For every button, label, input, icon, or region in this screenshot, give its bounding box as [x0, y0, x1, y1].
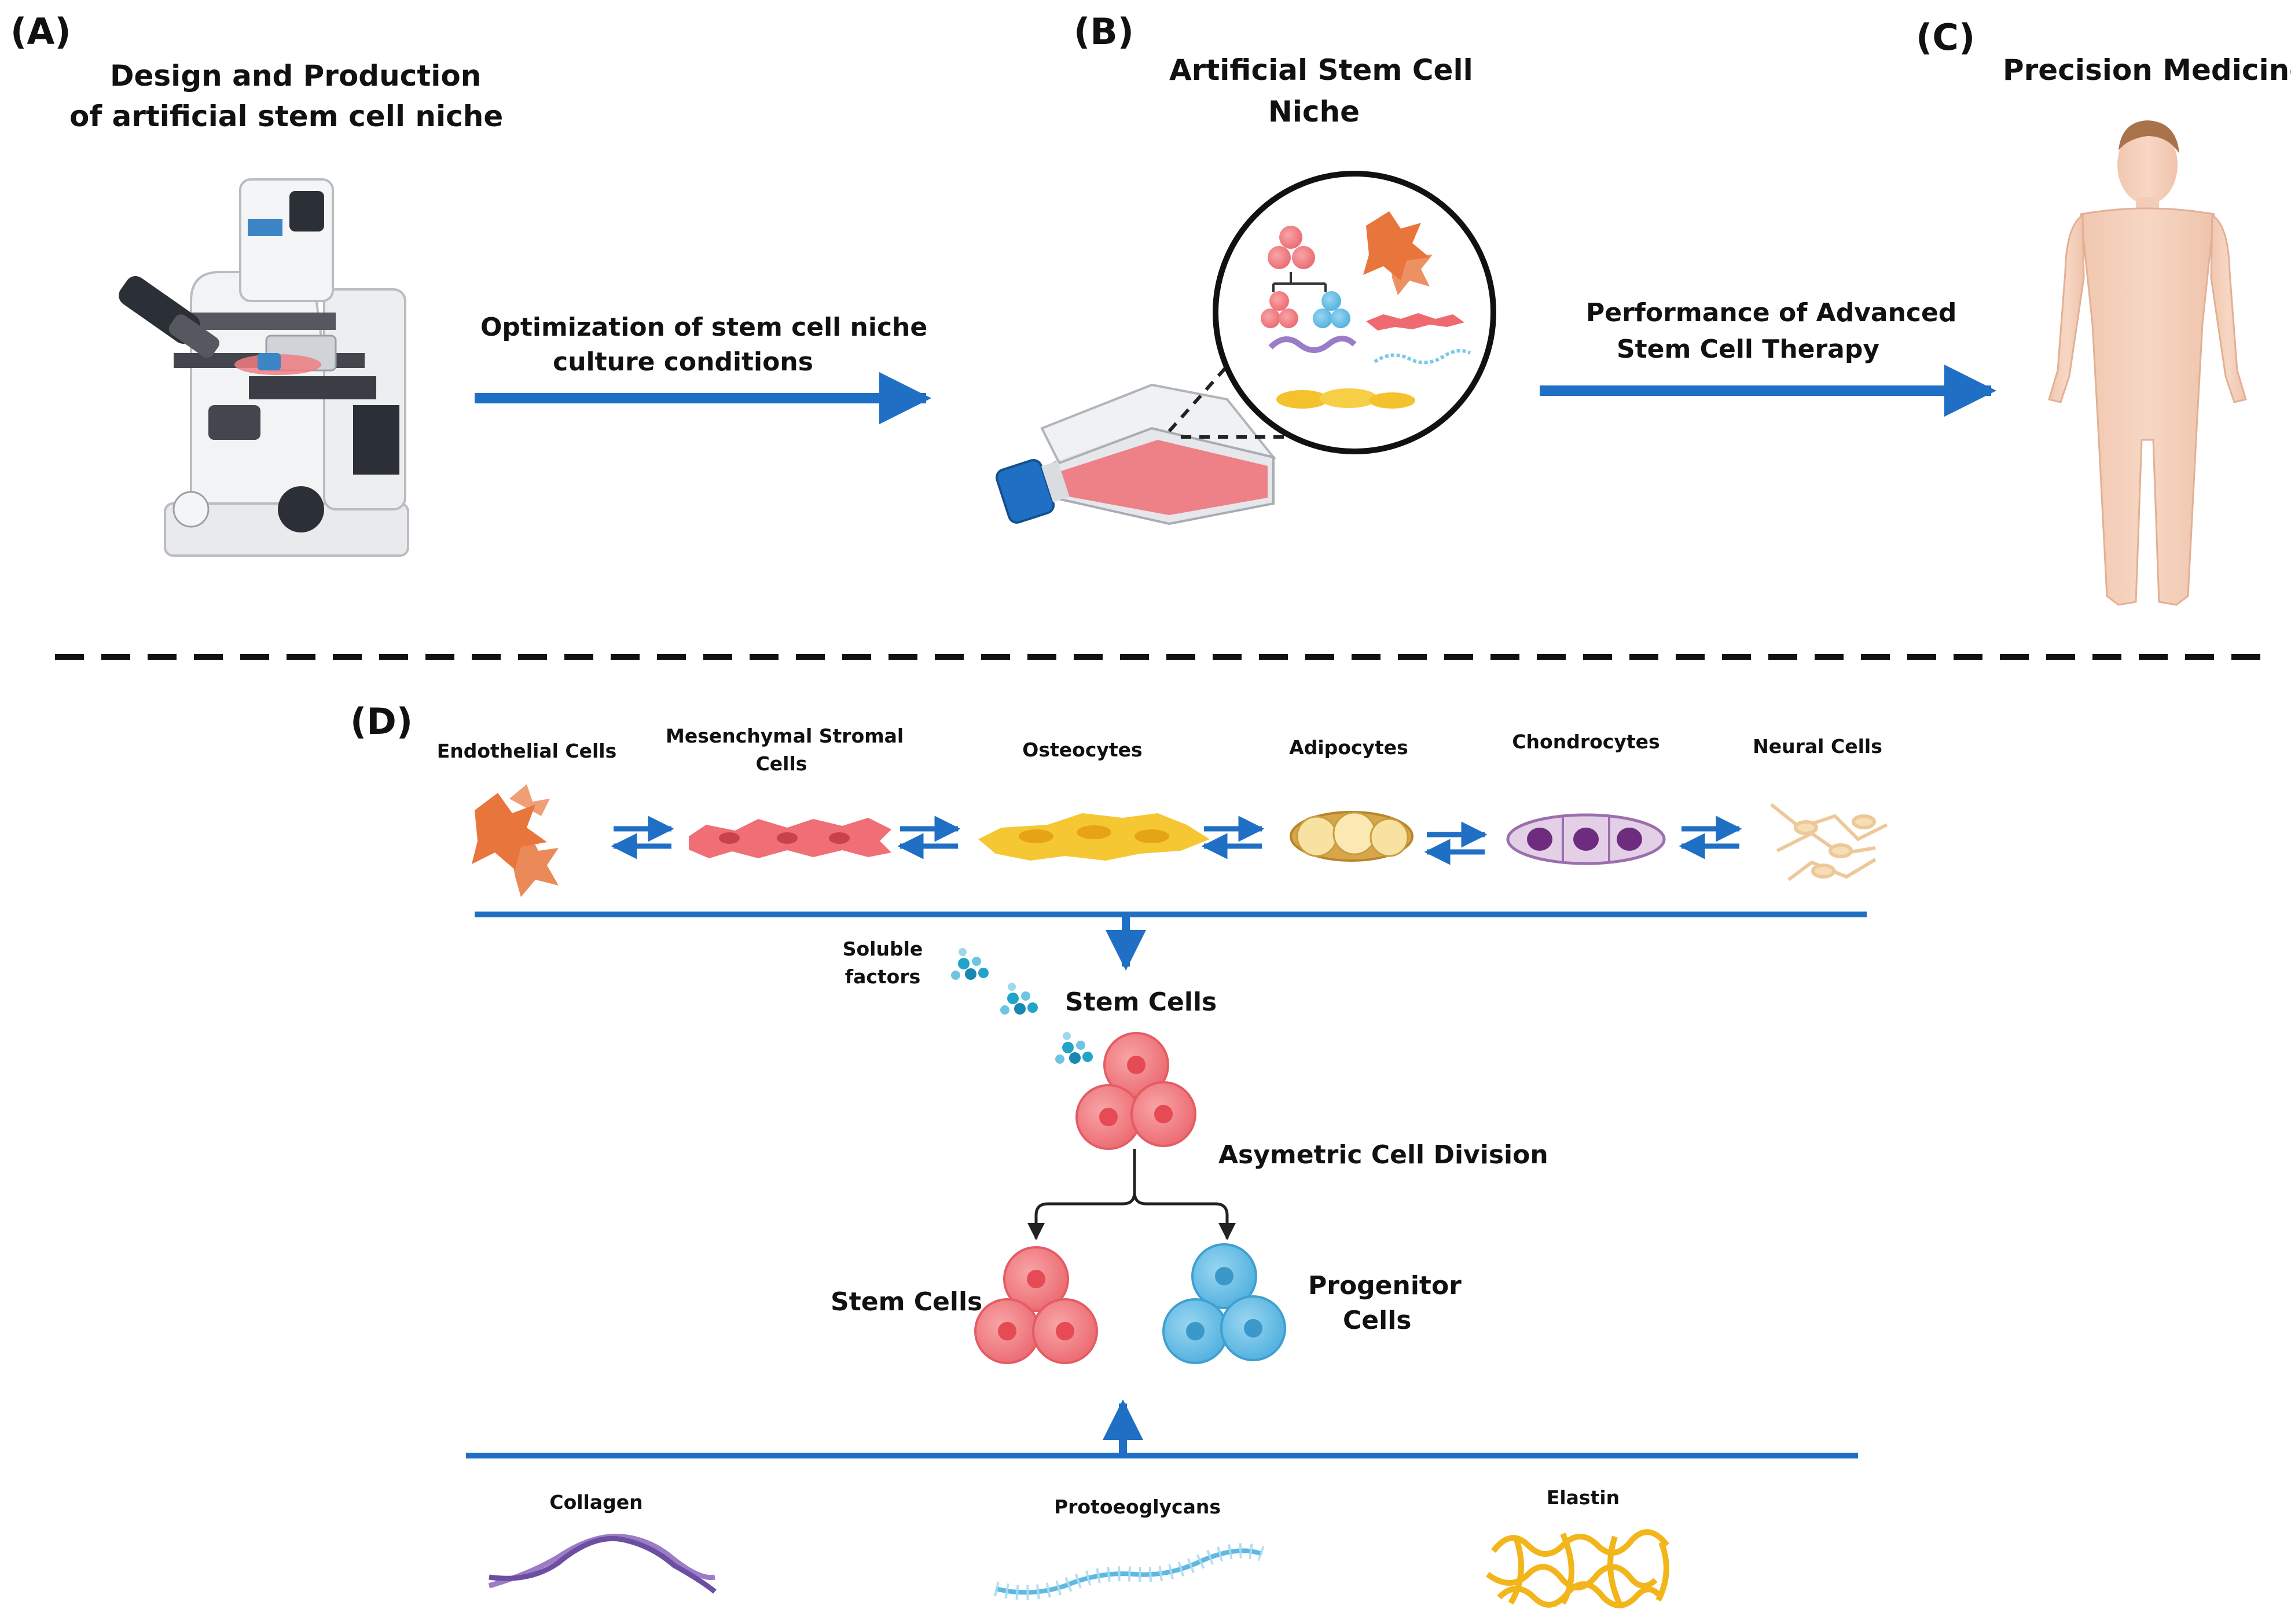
title-b-line2: Niche: [1268, 95, 1360, 128]
title-a-line1: Design and Production: [110, 59, 482, 93]
label-msc-line2: Cells: [755, 752, 807, 775]
proteoglycans-illustration: [993, 1543, 1265, 1600]
division-branch-arrows: [1027, 1149, 1236, 1240]
mini-stem-cells: [1261, 226, 1350, 328]
soluble-factors-dots: [951, 948, 1093, 1064]
arrow-b-label-line1: Performance of Advanced: [1586, 298, 1957, 328]
title-a-line2: of artificial stem cell niche: [69, 100, 504, 133]
title-c: Precision Medicine: [2003, 53, 2291, 87]
stem-cell-cluster-top: [1075, 1032, 1196, 1150]
arrow-b-label-line2: Stem Cell Therapy: [1616, 335, 1880, 364]
label-progenitor-line2: Cells: [1343, 1306, 1412, 1335]
panel-label-b: (B): [1074, 10, 1134, 53]
stem-cell-cluster-bottom: [974, 1246, 1098, 1364]
label-proteoglycans: Protoeoglycans: [1053, 1496, 1221, 1518]
niche-magnified-view: [1213, 171, 1496, 454]
label-neural-cells: Neural Cells: [1753, 735, 1882, 758]
arrow-a-label-line1: Optimization of stem cell niche: [480, 313, 928, 342]
label-endothelial-cells: Endothelial Cells: [436, 740, 617, 762]
neural-cells-illustration: [1770, 803, 1888, 881]
progenitor-cell-cluster: [1162, 1243, 1286, 1364]
label-stem-cells-bottom: Stem Cells: [831, 1287, 983, 1317]
panel-label-a: (A): [10, 10, 71, 53]
label-msc-line1: Mesenchymal Stromal: [666, 725, 904, 747]
endothelial-cells-illustration: [472, 784, 559, 897]
chondrocytes-illustration: [1506, 813, 1666, 865]
label-chondrocytes: Chondrocytes: [1512, 730, 1660, 753]
microscope-illustration: [119, 178, 409, 557]
arrow-a-label-line2: culture conditions: [553, 347, 813, 377]
label-asymmetric-division: Asymetric Cell Division: [1218, 1140, 1548, 1170]
label-stem-cells-top: Stem Cells: [1065, 987, 1217, 1017]
label-osteocytes: Osteocytes: [1022, 738, 1143, 761]
label-elastin: Elastin: [1546, 1486, 1620, 1509]
osteocytes-illustration: [978, 813, 1210, 861]
reversible-arrows: [611, 815, 1742, 865]
label-collagen: Collagen: [549, 1491, 643, 1513]
collagen-illustration: [488, 1533, 717, 1594]
panel-label-d: (D): [350, 700, 413, 743]
panel-label-c: (C): [1916, 16, 1976, 58]
label-soluble-factors-line2: factors: [845, 965, 921, 988]
label-progenitor-line1: Progenitor: [1308, 1271, 1462, 1300]
elastin-illustration: [1486, 1529, 1669, 1608]
human-body-illustration: [2048, 120, 2247, 606]
label-adipocytes: Adipocytes: [1289, 736, 1408, 759]
label-soluble-factors-line1: Soluble: [842, 938, 923, 960]
adipocytes-illustration: [1290, 811, 1413, 862]
mesenchymal-stromal-cells-illustration: [689, 818, 891, 858]
title-b-line1: Artificial Stem Cell: [1169, 53, 1473, 87]
